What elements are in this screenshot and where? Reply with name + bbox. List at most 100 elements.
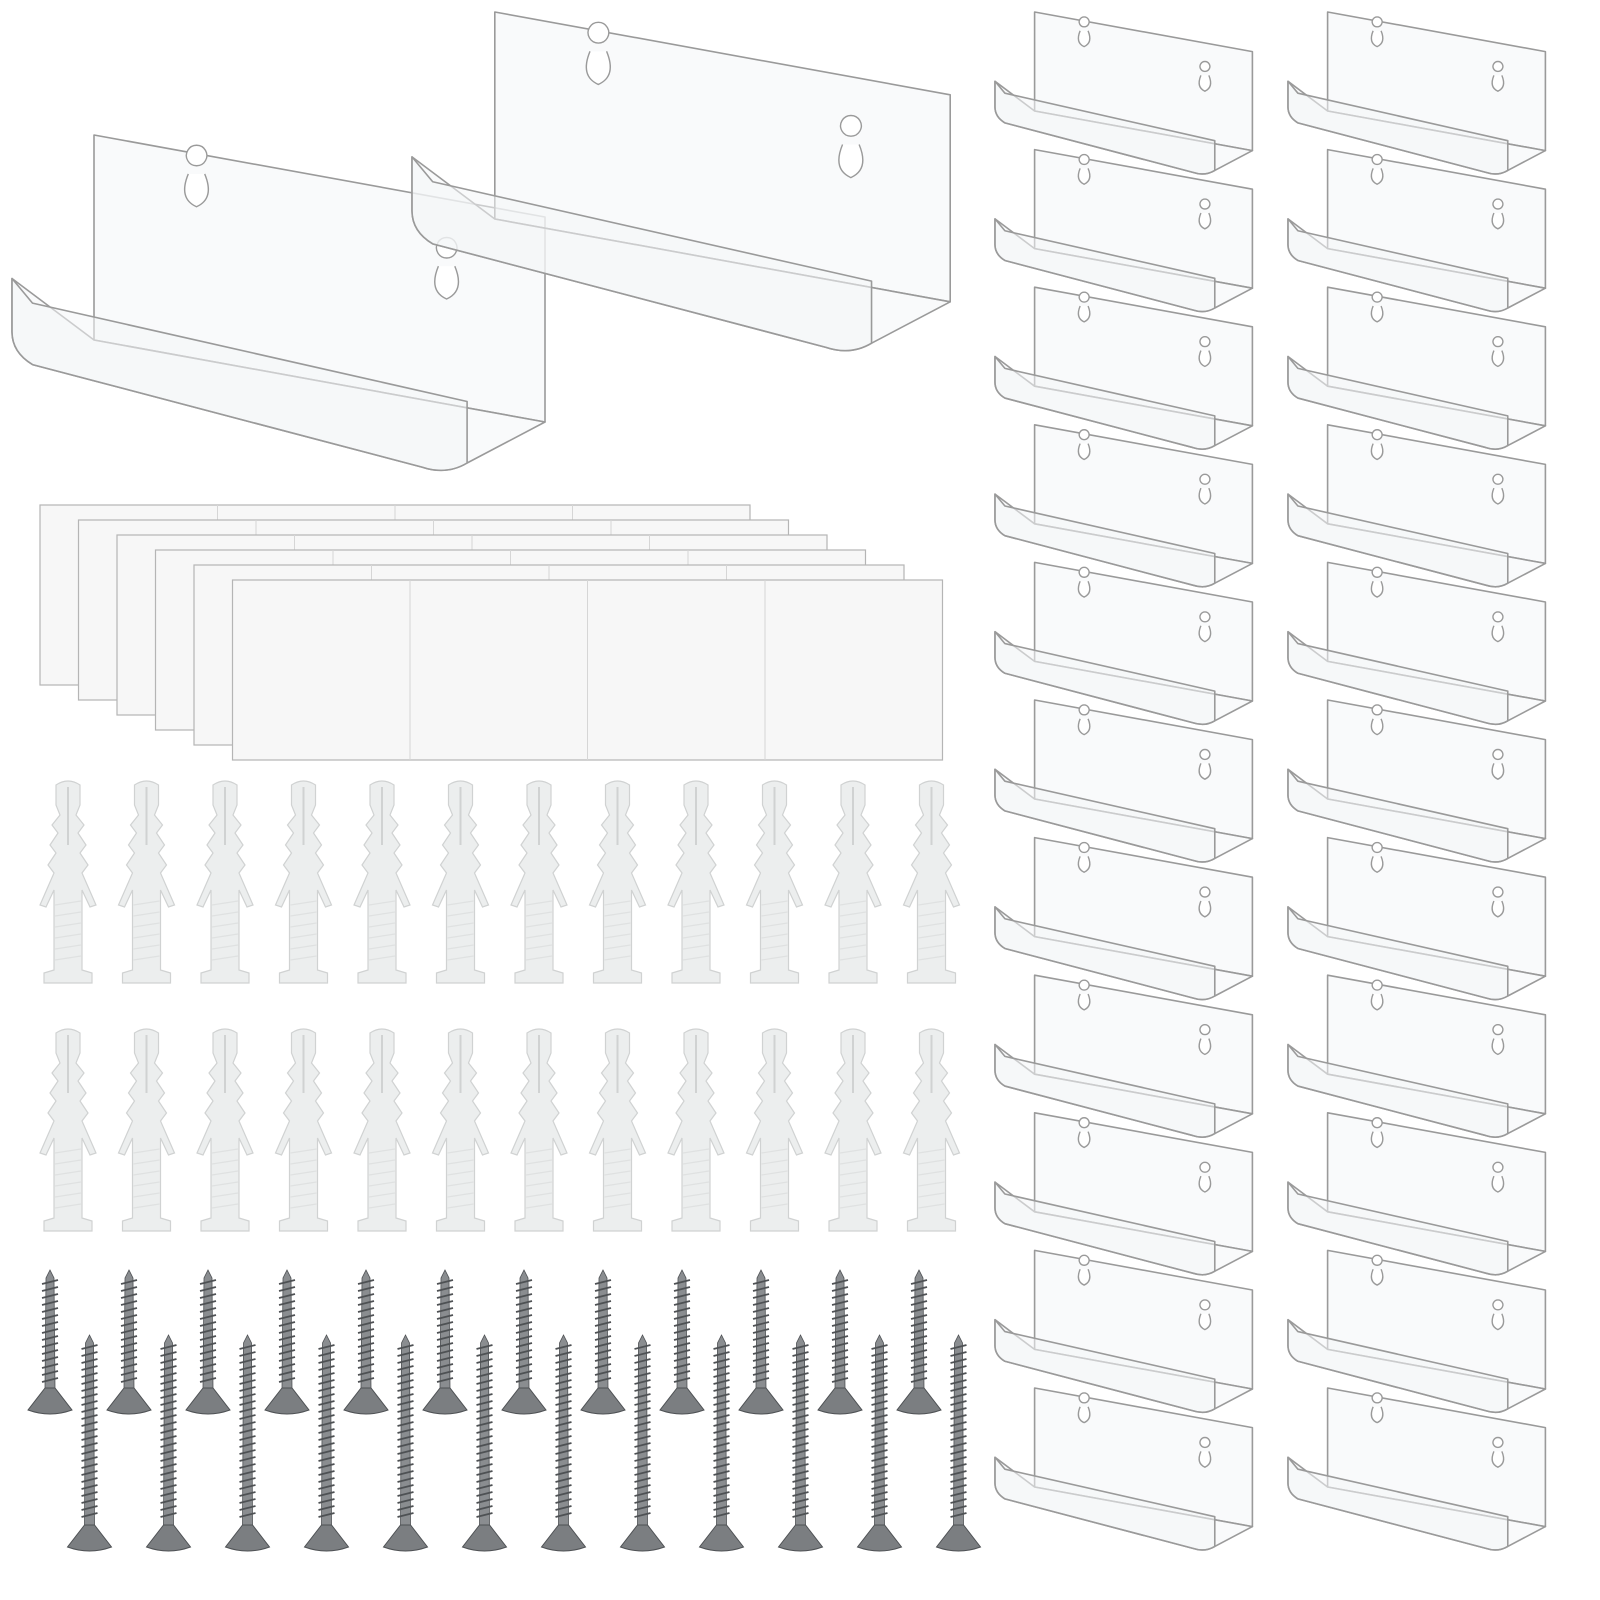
screw-thread xyxy=(476,1463,493,1469)
screw xyxy=(698,1334,745,1552)
keyhole-icon xyxy=(1491,611,1505,643)
screw-thread xyxy=(950,1421,967,1427)
screw xyxy=(303,1334,350,1552)
keyhole-icon xyxy=(1077,16,1091,48)
screw-thread xyxy=(752,1314,770,1320)
screw-thread xyxy=(278,1307,296,1313)
screw-thread xyxy=(239,1463,256,1469)
screw-thread xyxy=(752,1307,770,1313)
anchor-rib xyxy=(290,1148,317,1154)
screw-thread xyxy=(81,1365,98,1371)
keyhole-icon xyxy=(1370,841,1384,874)
screw-thread xyxy=(357,1342,375,1348)
screw-thread xyxy=(160,1442,177,1448)
screw-thread xyxy=(950,1449,967,1455)
shelf-front-lip xyxy=(1287,630,1509,726)
anchor-rib xyxy=(368,1203,396,1209)
anchor-rib xyxy=(211,1203,239,1209)
screw-thread xyxy=(910,1356,928,1362)
screw-thread xyxy=(871,1498,888,1504)
anchor-rib xyxy=(54,922,82,928)
screw-thread xyxy=(397,1470,414,1476)
screw-thread xyxy=(831,1335,849,1341)
screw-thread xyxy=(318,1470,335,1476)
anchor-rib xyxy=(839,1170,867,1176)
screw xyxy=(856,1334,903,1552)
screw-thread xyxy=(515,1328,533,1334)
screw-thread xyxy=(120,1307,138,1313)
screw-thread xyxy=(515,1307,533,1313)
anchor-rib xyxy=(447,1170,474,1176)
anchor-body xyxy=(510,780,568,984)
screw-thread xyxy=(397,1386,414,1392)
shelf-front-lip xyxy=(994,493,1216,588)
anchor-body xyxy=(39,1028,97,1232)
screw-thread xyxy=(792,1484,809,1490)
screw-thread xyxy=(515,1314,533,1320)
shelf-front-lip xyxy=(994,1181,1216,1276)
screw-thread xyxy=(160,1428,177,1434)
screw-thread xyxy=(397,1442,414,1448)
anchor-rib xyxy=(368,944,396,950)
anchor-rib xyxy=(447,900,474,906)
screw-thread xyxy=(910,1307,928,1313)
screw-thread xyxy=(594,1314,612,1320)
wall-anchor xyxy=(824,1028,882,1232)
anchor-rib xyxy=(447,1181,474,1187)
screw-thread xyxy=(278,1286,296,1292)
screw-thread xyxy=(41,1342,59,1348)
wall-anchor xyxy=(745,780,804,984)
screw-head xyxy=(817,1387,863,1415)
screw-thread xyxy=(318,1386,335,1392)
screw-thread xyxy=(397,1512,414,1518)
screw-thread xyxy=(555,1379,572,1385)
screw-thread xyxy=(239,1470,256,1476)
screw-thread xyxy=(81,1442,98,1448)
screw-thread xyxy=(41,1328,59,1334)
screw-thread xyxy=(357,1377,375,1383)
anchor-rib xyxy=(525,1192,553,1198)
screw-thread xyxy=(357,1279,375,1285)
wall-anchor xyxy=(431,780,490,984)
anchor-body xyxy=(39,780,97,984)
shelf-front-lip xyxy=(994,1456,1216,1551)
screw-thread xyxy=(871,1386,888,1392)
screw-thread xyxy=(318,1449,335,1455)
screw-thread xyxy=(871,1365,888,1371)
anchor-rib xyxy=(604,1148,631,1154)
screw-thread xyxy=(950,1400,967,1406)
screw-thread xyxy=(199,1300,217,1306)
screw-thread xyxy=(41,1321,59,1327)
screw-thread xyxy=(81,1470,98,1476)
screw xyxy=(145,1334,192,1552)
anchor-rib xyxy=(54,1159,82,1165)
screw-thread xyxy=(792,1442,809,1448)
screw-thread xyxy=(436,1342,454,1348)
screw-thread xyxy=(752,1328,770,1334)
anchor-rib xyxy=(525,911,553,917)
screw-thread xyxy=(41,1307,59,1313)
screw-thread xyxy=(41,1293,59,1299)
screw-thread xyxy=(713,1442,730,1448)
keyhole-icon xyxy=(1370,429,1384,461)
screw-thread xyxy=(792,1435,809,1441)
screw-thread xyxy=(792,1477,809,1483)
screw-thread xyxy=(397,1477,414,1483)
screw-thread xyxy=(318,1512,335,1518)
screw-thread xyxy=(160,1477,177,1483)
screw-thread xyxy=(436,1286,454,1292)
screw-thread xyxy=(910,1300,928,1306)
screw-thread xyxy=(713,1463,730,1469)
anchor-rib xyxy=(525,1181,553,1187)
anchor-rib xyxy=(447,933,474,939)
anchor-rib xyxy=(761,922,788,928)
keyhole-icon xyxy=(1370,1117,1384,1149)
screw-thread xyxy=(357,1307,375,1313)
screw-thread xyxy=(831,1279,849,1285)
small-shelves xyxy=(994,11,1547,1551)
screw-thread xyxy=(950,1358,967,1364)
screw-thread xyxy=(357,1286,375,1292)
anchor-rib xyxy=(682,933,710,939)
keyhole-icon xyxy=(1077,1117,1091,1149)
screw-thread xyxy=(713,1414,730,1420)
